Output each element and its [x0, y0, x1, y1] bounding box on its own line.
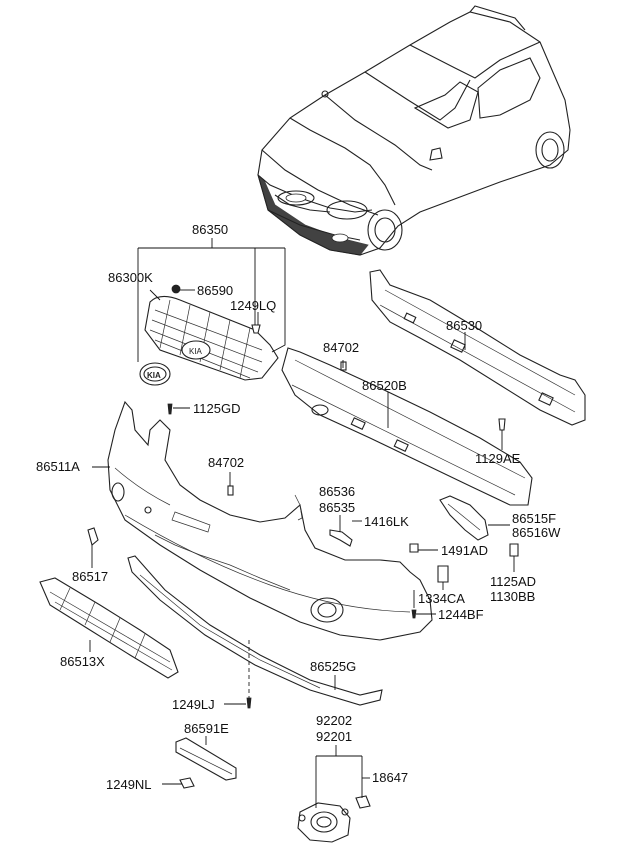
bolt-1129ae — [498, 418, 506, 431]
label-1249lj: 1249LJ — [172, 697, 215, 712]
kia-emblem: KIA — [139, 362, 171, 386]
grille-screw — [251, 324, 261, 334]
label-86513x: 86513X — [60, 654, 105, 669]
label-86350: 86350 — [192, 222, 228, 237]
side-trim-86535 — [329, 529, 353, 547]
screw-1249nl — [179, 777, 195, 789]
label-1130bb: 1130BB — [490, 589, 535, 604]
label-86536: 86536 — [319, 484, 355, 499]
svg-text:KIA: KIA — [147, 371, 161, 380]
grille-clip — [171, 284, 181, 294]
label-18647: 18647 — [372, 770, 408, 785]
spacer-84702-lower — [227, 485, 234, 496]
clip-1491ad — [409, 543, 419, 553]
bumper-side-bracket — [439, 495, 489, 541]
label-92202: 92202 — [316, 713, 352, 728]
svg-text:KIA: KIA — [189, 347, 203, 356]
label-86591e: 86591E — [184, 721, 229, 736]
label-86511a: 86511A — [36, 459, 80, 474]
screw-1125gd — [167, 403, 173, 415]
label-1416lk: 1416LK — [364, 514, 409, 529]
bumper-beam — [369, 269, 586, 426]
label-92201: 92201 — [316, 729, 352, 744]
energy-absorber — [281, 347, 533, 506]
front-bumper-cover — [107, 400, 433, 641]
car-illustration — [257, 5, 571, 256]
label-86590: 86590 — [197, 283, 233, 298]
label-1125gd: 1125GD — [193, 401, 240, 416]
label-1244bf: 1244BF — [438, 607, 484, 622]
bolt-1125ad — [509, 543, 519, 557]
label-86515f: 86515F — [512, 511, 556, 526]
label-1129ae: 1129AE — [475, 451, 521, 466]
spacer-84702-upper — [340, 361, 347, 371]
radiator-grille: KIA — [144, 295, 279, 381]
label-86520b: 86520B — [362, 378, 407, 393]
label-1334ca: 1334CA — [418, 591, 465, 606]
label-1491ad: 1491AD — [441, 543, 488, 558]
label-84702-lower: 84702 — [208, 455, 244, 470]
label-1125ad: 1125AD — [490, 574, 536, 589]
bolt-1244bf — [411, 609, 417, 619]
screw-1249lj — [246, 697, 252, 709]
label-86535: 86535 — [319, 500, 355, 515]
nut-1334ca — [437, 565, 449, 583]
lower-lip-spoiler — [127, 555, 383, 706]
leader-lines — [89, 238, 515, 808]
lower-grille — [39, 577, 179, 679]
label-86517: 86517 — [72, 569, 108, 584]
license-plate-bracket — [175, 737, 237, 781]
label-1249lq: 1249LQ — [230, 298, 276, 313]
label-1249nl: 1249NL — [106, 777, 152, 792]
label-84702-upper: 84702 — [323, 340, 359, 355]
clip-86517 — [87, 527, 99, 546]
label-86525g: 86525G — [310, 659, 356, 674]
label-86516w: 86516W — [512, 525, 561, 540]
label-86300k: 86300K — [108, 270, 153, 285]
part-labels: 86350 86300K 86590 1249LQ 86530 84702 86… — [36, 222, 561, 792]
fog-lamp — [297, 802, 351, 843]
fog-lamp-bulb — [355, 795, 371, 809]
label-86530: 86530 — [446, 318, 482, 333]
